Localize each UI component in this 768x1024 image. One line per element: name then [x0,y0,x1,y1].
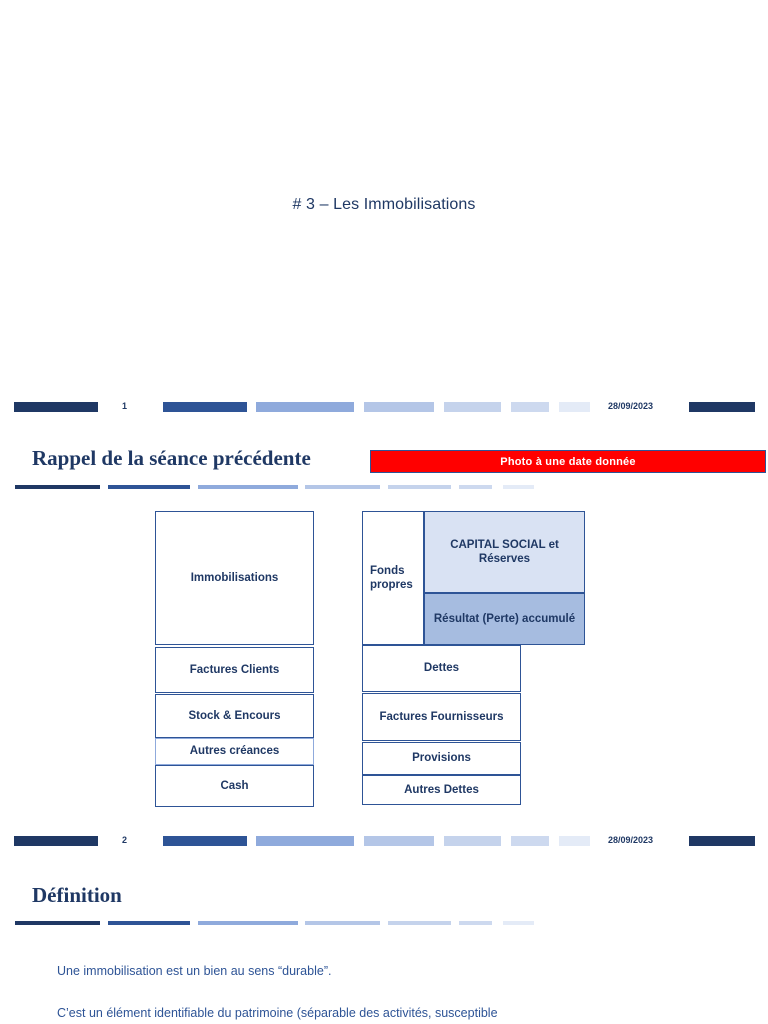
bs-liability-autres-dettes: Autres Dettes [362,775,521,805]
bs-asset-immobilisations: Immobilisations [155,511,314,645]
bs-asset-stock-encours: Stock & Encours [155,694,314,738]
slide-2: Rappel de la séance précédente Photo à u… [0,418,768,851]
section-heading-rappel: Rappel de la séance précédente [32,446,311,470]
footer-bar-7 [689,402,755,412]
slide-1-title: # 3 – Les Immobilisations [292,196,476,213]
heading-underline-bars [0,921,600,929]
underline-bar-4 [388,485,451,489]
bs-equity-resultat-accumule: Résultat (Perte) accumulé [424,593,585,645]
footer-bar-0 [14,836,98,846]
underline-bar-6 [503,921,534,925]
footer-bar-0 [14,402,98,412]
footer-bar-5 [511,836,549,846]
footer-bar-1 [163,836,247,846]
bs-asset-autres-creances: Autres créances [155,738,314,765]
underline-bar-2 [198,485,298,489]
footer-bar-2 [256,402,354,412]
slide-3: Définition Une immobilisation est un bie… [0,851,768,1024]
definition-paragraph-1: Une immobilisation est un bien au sens “… [57,964,332,978]
heading-underline-bars [0,485,600,493]
footer-bar-4 [444,402,501,412]
underline-bar-6 [503,485,534,489]
underline-bar-3 [305,921,380,925]
section-heading-definition: Définition [32,883,122,907]
bs-asset-factures-clients: Factures Clients [155,647,314,693]
footer-bar-4 [444,836,501,846]
slide-1: # 3 – Les Immobilisations 1 28/09/2023 [0,0,768,418]
footer-bar-6 [559,836,590,846]
bs-equity-capital-social: CAPITAL SOCIAL et Réserves [424,511,585,593]
footer-date: 28/09/2023 [608,835,654,845]
footer-bar-6 [559,402,590,412]
underline-bar-0 [15,921,100,925]
footer-bar-3 [364,836,434,846]
underline-bar-1 [108,921,190,925]
underline-bar-5 [459,485,492,489]
footer-bar-1 [163,402,247,412]
slide-1-footer: 1 28/09/2023 [0,398,768,418]
underline-bar-0 [15,485,100,489]
underline-bar-4 [388,921,451,925]
banner-photo-date: Photo à une date donnée [370,450,766,473]
bs-liability-dettes: Dettes [362,645,521,692]
page-number: 1 [122,401,128,411]
footer-bar-7 [689,836,755,846]
bs-asset-cash: Cash [155,765,314,807]
footer-bar-3 [364,402,434,412]
bs-liability-factures-fournisseurs: Factures Fournisseurs [362,693,521,741]
slide-2-footer: 2 28/09/2023 [0,832,768,852]
page-number: 2 [122,835,128,845]
footer-date: 28/09/2023 [608,401,654,411]
underline-bar-2 [198,921,298,925]
underline-bar-5 [459,921,492,925]
bs-liability-provisions: Provisions [362,742,521,775]
definition-paragraph-2: C’est un élément identifiable du patrimo… [57,1006,498,1020]
underline-bar-3 [305,485,380,489]
bs-equity-fonds-propres: Fonds propres [362,511,424,645]
footer-bar-5 [511,402,549,412]
underline-bar-1 [108,485,190,489]
footer-bar-2 [256,836,354,846]
